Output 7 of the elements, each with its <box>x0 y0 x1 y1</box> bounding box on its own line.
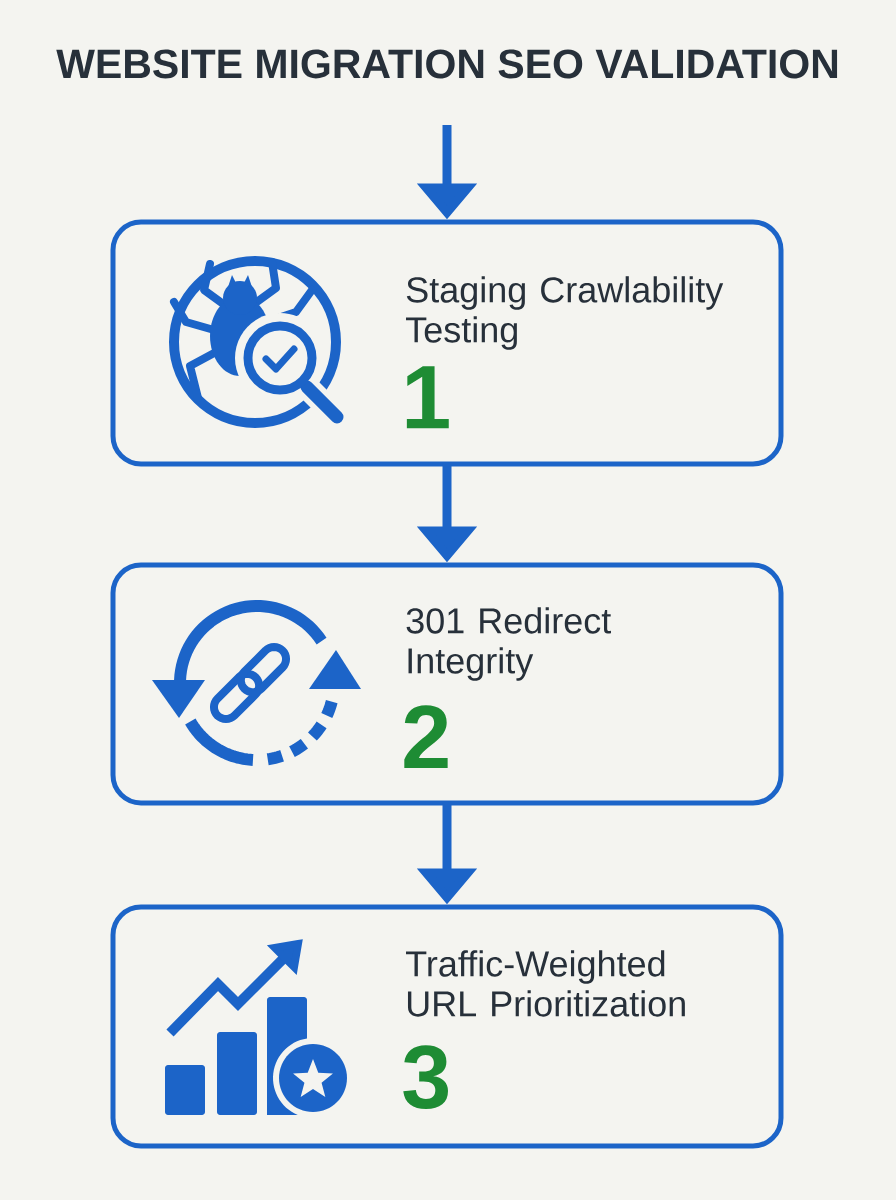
step-number: 3 <box>403 1045 448 1110</box>
step-title: Traffic-Weighted URL Prioritization <box>406 950 685 1017</box>
step-number: 2 <box>404 705 448 769</box>
step-title: 301 Redirect Integrity <box>406 607 611 681</box>
step-title: Staging Crawlability Testing <box>406 276 724 350</box>
step-number: 1 <box>406 366 449 429</box>
title: WEBSITE MIGRATION SEO VALIDATION <box>56 49 838 79</box>
